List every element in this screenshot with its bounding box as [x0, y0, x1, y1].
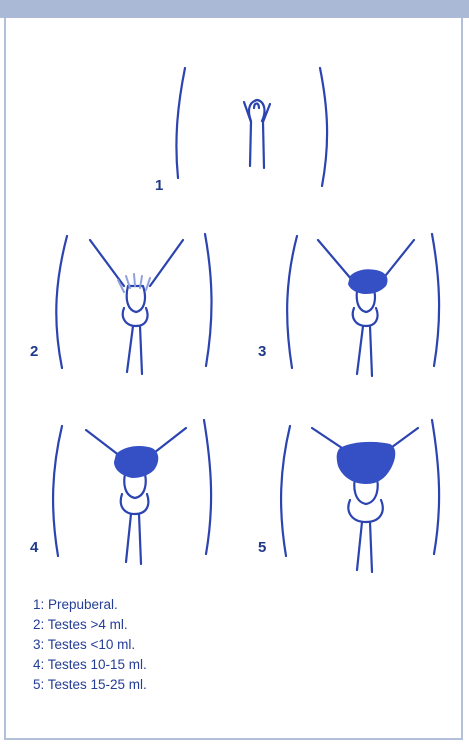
- stage-3-left-groin: [318, 240, 352, 280]
- stage-5-number: 5: [258, 539, 266, 556]
- stage-1-right-thigh: [320, 68, 327, 186]
- stage-2-left-groin: [90, 240, 124, 286]
- stage-4-drawing: [53, 420, 211, 564]
- stage-3-legs: [357, 326, 372, 376]
- stage-legend: 1: Prepuberal. 2: Testes >4 ml. 3: Teste…: [33, 595, 147, 695]
- legend-item-2: 2: Testes >4 ml.: [33, 615, 147, 635]
- stage-3-left-thigh: [287, 236, 297, 368]
- legend-item-3: 3: Testes <10 ml.: [33, 635, 147, 655]
- legend-item-5: 5: Testes 15-25 ml.: [33, 675, 147, 695]
- stage-3-right-thigh: [432, 234, 439, 366]
- stage-2-drawing: [56, 234, 211, 374]
- stage-2-penis: [127, 286, 145, 312]
- stage-4-legs: [126, 514, 141, 564]
- stage-4-number: 4: [30, 539, 39, 556]
- stage-5-pubic-hair: [337, 442, 396, 484]
- stage-1-drawing: [176, 68, 327, 186]
- stage-4-pubic-hair: [114, 446, 158, 478]
- stage-3-right-groin: [382, 240, 414, 280]
- stage-5-right-thigh: [432, 420, 439, 554]
- stage-4-left-thigh: [53, 426, 62, 556]
- stage-1-number: 1: [155, 177, 163, 194]
- stage-2-right-thigh: [205, 234, 212, 366]
- stage-5-legs: [357, 522, 372, 572]
- stage-3-number: 3: [258, 343, 266, 360]
- legend-item-4: 4: Testes 10-15 ml.: [33, 655, 147, 675]
- stage-4-left-groin: [86, 430, 120, 456]
- stage-5-left-groin: [312, 428, 345, 450]
- stage-2-left-thigh: [56, 236, 67, 368]
- stage-2-number: 2: [30, 343, 38, 360]
- top-bar: [0, 0, 469, 18]
- stage-1-penis: [254, 104, 259, 109]
- stage-2-legs: [127, 326, 142, 374]
- stage-4-right-thigh: [204, 420, 211, 554]
- tanner-stage-figure: 1 2 3 4 5: [0, 18, 469, 588]
- legend-item-1: 1: Prepuberal.: [33, 595, 147, 615]
- stage-3-pubic-hair: [348, 269, 388, 294]
- stage-2-right-groin: [150, 240, 183, 286]
- stage-1-left-thigh: [176, 68, 185, 178]
- stage-5-left-thigh: [281, 426, 290, 556]
- stage-3-drawing: [287, 234, 439, 376]
